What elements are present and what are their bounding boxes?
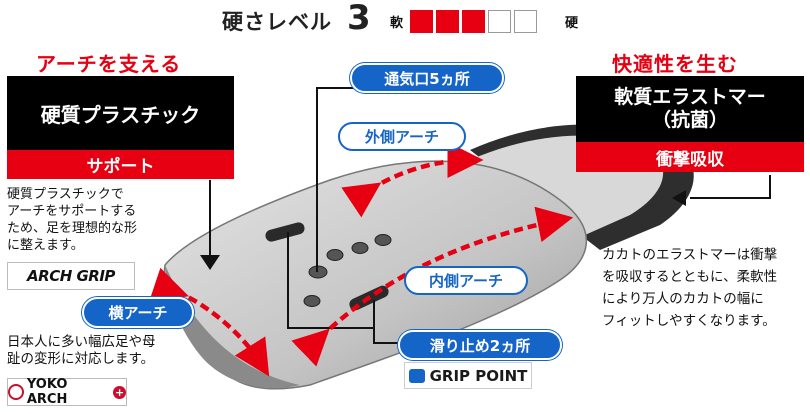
left-role-box: サポート — [7, 150, 234, 179]
callout-vents: 通気口5ヵ所 — [350, 63, 504, 93]
right-material-line: 軟質エラストマー — [614, 86, 766, 108]
arch-grip-logo-text: ARCH GRIP — [27, 267, 115, 285]
hardness-level: 3 — [347, 0, 371, 38]
desc-line: ため、足を理想的な形 — [7, 221, 138, 236]
hardness-hard-label: 硬 — [565, 16, 579, 31]
yoko-arch-icon — [8, 384, 24, 400]
desc-line: 硬質プラスチックで — [7, 187, 124, 202]
callout-inner-arch: 内側アーチ — [404, 266, 528, 295]
left-material-box: 硬質プラスチック — [7, 76, 234, 150]
desc-line: フィットしやすくなります。 — [602, 313, 776, 329]
hardness-scale — [410, 10, 537, 33]
yoko-arch-logo-text: YOKO ARCH — [26, 377, 68, 407]
right-heading: 快適性を生む — [612, 52, 738, 76]
right-material-box: 軟質エラストマー （抗菌） — [576, 76, 804, 142]
grip-point-logo: GRIP POINT — [404, 362, 532, 389]
hardness-title: 硬さレベル — [222, 10, 332, 34]
callout-inner-arch-label: 内側アーチ — [428, 272, 504, 290]
desc-line: 趾の変形に対応します。 — [7, 351, 155, 367]
desc-line: に整えます。 — [7, 238, 84, 253]
right-role-box: 衝撃吸収 — [576, 142, 804, 172]
hardness-soft-label: 軟 — [390, 16, 404, 31]
callout-outer-arch-label: 外側アーチ — [364, 128, 440, 146]
right-description: カカトのエラストマーは衝撃 を吸収するとともに、柔軟性 により万人のカカトの幅に… — [602, 244, 810, 332]
callout-grip-label: 滑り止め2ヵ所 — [429, 336, 531, 355]
callout-outer-arch: 外側アーチ — [338, 122, 466, 151]
desc-line: を吸収するとともに、柔軟性 — [602, 269, 778, 285]
left-heading: アーチを支える — [36, 52, 182, 76]
plus-icon: + — [113, 385, 126, 399]
transverse-description: 日本人に多い幅広足や母 趾の変形に対応します。 — [7, 334, 207, 368]
right-material-line: （抗菌） — [651, 109, 728, 131]
desc-line: 日本人に多い幅広足や母 — [7, 334, 156, 350]
desc-line: カカトのエラストマーは衝撃 — [602, 247, 778, 263]
hardness-scale-box — [410, 10, 433, 33]
callout-vents-label: 通気口5ヵ所 — [384, 69, 470, 88]
hardness-scale-box — [488, 10, 511, 33]
yoko-arch-logo: YOKO ARCH + — [7, 377, 127, 407]
grip-point-logo-text: GRIP POINT — [429, 366, 528, 385]
hardness-scale-box — [514, 10, 537, 33]
desc-line: により万人のカカトの幅に — [602, 291, 764, 307]
left-description: 硬質プラスチックで アーチをサポートする ため、足を理想的な形 に整えます。 — [7, 186, 207, 254]
desc-line: アーチをサポートする — [7, 204, 137, 219]
arch-grip-logo: ARCH GRIP — [7, 262, 135, 290]
callout-transverse-arch-label: 横アーチ — [108, 304, 168, 322]
left-material: 硬質プラスチック — [40, 102, 201, 127]
hardness-scale-box — [436, 10, 459, 33]
callout-transverse-arch: 横アーチ — [82, 297, 194, 328]
hardness-scale-box — [462, 10, 485, 33]
arch-arrows — [148, 142, 574, 377]
right-role: 衝撃吸収 — [656, 149, 724, 170]
grip-point-icon — [408, 368, 425, 383]
left-role: サポート — [86, 157, 155, 177]
callout-grip: 滑り止め2ヵ所 — [398, 330, 562, 360]
